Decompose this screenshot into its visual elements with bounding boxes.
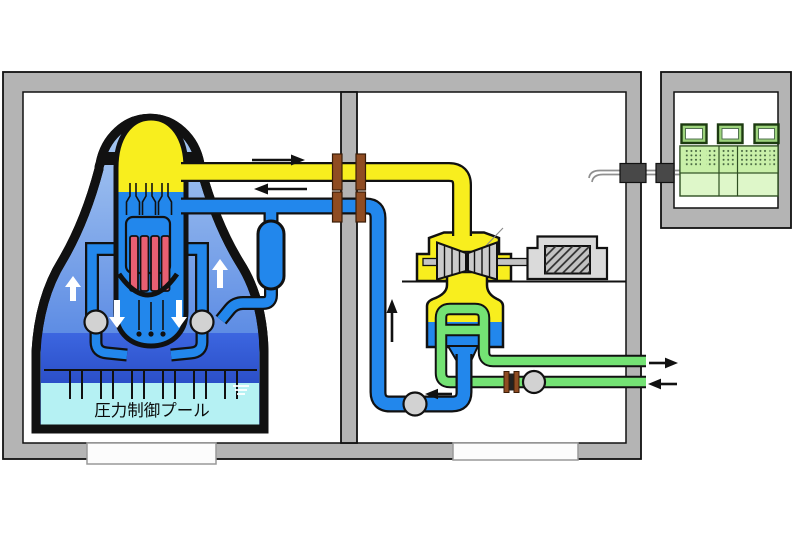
turbine-foundation-block — [452, 442, 579, 461]
wall-penetration-right — [655, 162, 675, 184]
turbine-rotor — [422, 241, 547, 281]
console-button-grids — [684, 149, 778, 166]
water-surface-icon — [233, 385, 249, 395]
generator-core-hatch — [545, 246, 590, 274]
cooling-water-out-arrow — [649, 357, 678, 369]
vessel-stabilizer-left — [104, 152, 115, 165]
annulus-up-arrow-left — [65, 276, 81, 301]
vessel-bottom-head — [116, 272, 180, 298]
recirc-pipe-left — [87, 244, 119, 317]
recirc-pipe-right — [183, 244, 207, 317]
suppression-pool-label: 圧力制御プール — [94, 401, 210, 420]
downcomer-down-arrow-right — [171, 300, 187, 328]
condensate-rise-up-arrow — [386, 299, 398, 342]
cooling-coil-and-lines — [436, 304, 646, 387]
vent-pipe — [100, 370, 114, 399]
fuel-rods — [129, 235, 171, 292]
wall-penetration-left — [619, 162, 647, 184]
steam-flow-right-arrow — [252, 154, 305, 166]
generator — [526, 235, 609, 281]
steam-return-left-arrow — [254, 183, 307, 195]
monitor-3-screen — [758, 128, 775, 140]
annulus-up-arrow-right — [212, 259, 228, 288]
vent-pipes — [69, 370, 238, 399]
feedwater-line — [181, 199, 471, 411]
control-rod-drives — [136, 300, 166, 337]
steam-line-flange-left — [331, 153, 343, 191]
steam-separators — [125, 183, 173, 215]
flow-arrows — [252, 154, 678, 400]
suppression-pool-water — [41, 383, 259, 426]
vent-pipe — [193, 370, 207, 399]
vent-pipe — [162, 370, 176, 399]
cleanup-vessel — [256, 219, 286, 291]
reactor-foundation-block — [86, 442, 217, 465]
downcomer-down-arrow-left — [109, 300, 125, 328]
feedwater-flange-right — [355, 191, 367, 223]
cooling-water-circuit — [434, 302, 646, 389]
circulation-arrows — [65, 259, 228, 328]
wire-upper — [588, 169, 681, 179]
blade-stage-lines — [443, 245, 491, 278]
main-steam-line — [181, 164, 470, 236]
condensate-pump — [402, 391, 428, 417]
shaft-stub-left — [422, 257, 438, 267]
recirculation-pump-left — [83, 309, 109, 335]
monitor-2-screen — [721, 128, 739, 140]
interior-dividing-wall — [340, 91, 358, 444]
console-section-dividers — [718, 146, 739, 196]
vessel-stabilizer-right — [187, 152, 198, 165]
steam-line-flange-right — [355, 153, 367, 191]
containment-penetration-flanges — [331, 153, 367, 223]
recirculation-pump-right — [189, 309, 215, 335]
control-monitors — [680, 123, 780, 145]
wire-lower — [591, 173, 681, 183]
control-room-panels — [679, 123, 780, 197]
cooling-water-in-arrow — [648, 378, 677, 390]
condensate-flow-left-arrow — [425, 388, 452, 400]
feedwater-flange-left — [331, 191, 343, 223]
feedwater-system — [181, 197, 473, 413]
cooling-water-valve — [503, 371, 520, 393]
power-wires — [588, 162, 681, 184]
vent-pipe — [131, 370, 145, 399]
cleanup-return-pipe — [217, 285, 276, 324]
recirculation-loops — [83, 242, 215, 362]
monitor-1-screen — [685, 128, 703, 140]
cooling-water-pump — [521, 369, 547, 395]
vent-pipe — [69, 370, 83, 399]
